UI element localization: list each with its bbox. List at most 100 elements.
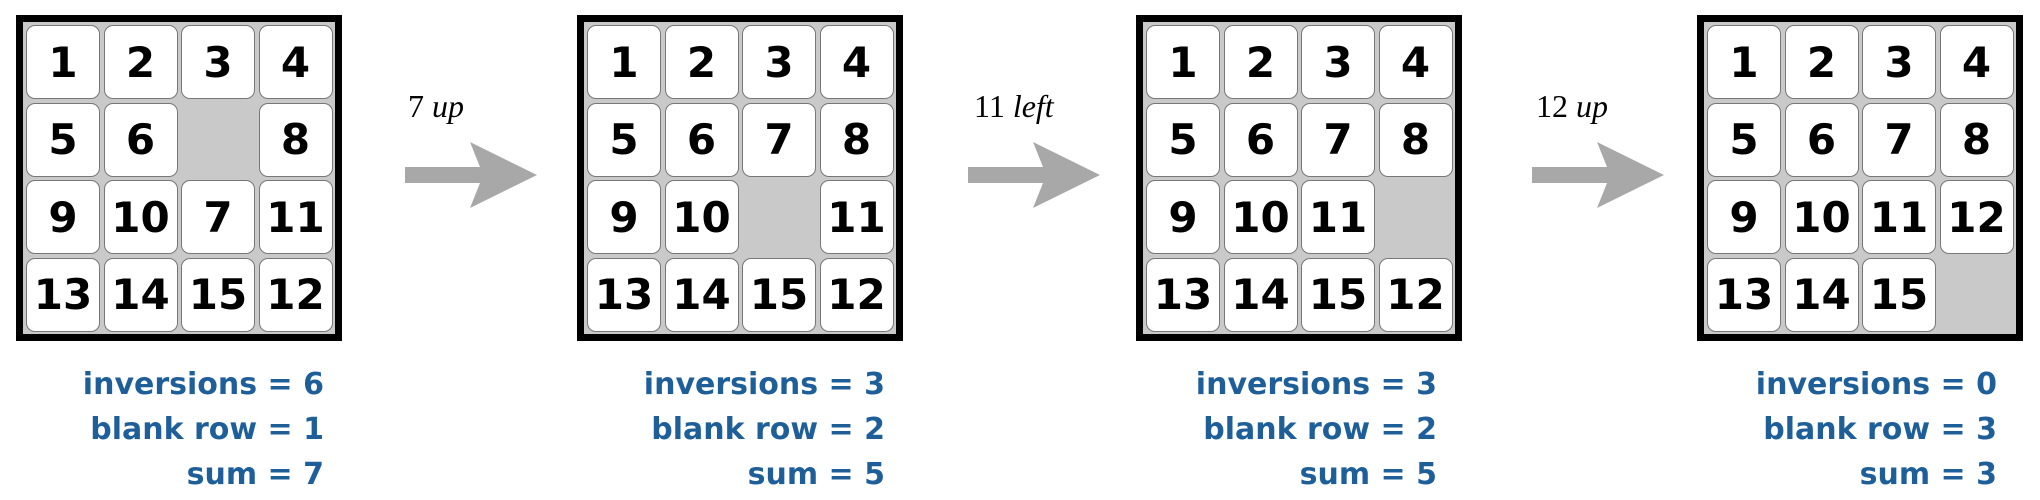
board-4-inversions: inversions = 0 — [1755, 367, 1997, 402]
puzzle-tile: 3 — [1301, 25, 1375, 99]
puzzle-tile: 12 — [258, 257, 333, 332]
puzzle-tile: 13 — [1146, 257, 1220, 332]
puzzle-tile: 5 — [26, 102, 100, 177]
puzzle-tile: 14 — [664, 257, 739, 332]
board-3-stats: inversions = 3 blank row = 2 sum = 5 — [1177, 362, 1437, 497]
blank-space — [1940, 258, 2014, 332]
puzzle-tile: 1 — [587, 25, 661, 99]
puzzle-tile: 5 — [1707, 102, 1781, 177]
move-1-direction: up — [432, 88, 464, 124]
puzzle-tile: 4 — [258, 25, 333, 99]
puzzle-tile: 4 — [1378, 25, 1453, 99]
puzzle-tile: 1 — [26, 25, 100, 99]
puzzle-tile: 4 — [1939, 25, 2014, 99]
puzzle-tile: 15 — [742, 257, 816, 332]
puzzle-tile: 9 — [1146, 180, 1220, 254]
move-2-tile: 11 — [974, 88, 1005, 124]
board-3-blank-row: blank row = 2 — [1203, 412, 1437, 447]
puzzle-tile: 15 — [1301, 257, 1375, 332]
puzzle-tile: 10 — [664, 180, 739, 254]
puzzle-tile: 6 — [1784, 102, 1859, 177]
board-1-inversions: inversions = 6 — [82, 367, 324, 402]
board-3-sum: sum = 5 — [1299, 457, 1437, 492]
blank-space — [1379, 180, 1453, 254]
puzzle-tile: 2 — [664, 25, 739, 99]
puzzle-tile: 14 — [1784, 257, 1859, 332]
puzzle-tile: 3 — [742, 25, 816, 99]
puzzle-tile: 12 — [1378, 257, 1453, 332]
puzzle-tile: 14 — [1223, 257, 1298, 332]
puzzle-tile: 13 — [26, 257, 100, 332]
move-label-1: 7 up — [408, 88, 464, 125]
puzzle-tile: 2 — [1784, 25, 1859, 99]
move-3-tile: 12 — [1536, 88, 1568, 124]
move-label-2: 11 left — [974, 88, 1054, 125]
puzzle-tile: 13 — [1707, 257, 1781, 332]
puzzle-tile: 8 — [819, 102, 894, 177]
board-1-sum: sum = 7 — [186, 457, 324, 492]
puzzle-tile: 12 — [819, 257, 894, 332]
puzzle-tile: 3 — [181, 25, 255, 99]
puzzle-tile: 5 — [1146, 102, 1220, 177]
board-1-stats: inversions = 6 blank row = 1 sum = 7 — [64, 362, 324, 497]
puzzle-tile: 6 — [664, 102, 739, 177]
arrow-3-shape — [1532, 142, 1664, 208]
board-4-stats: inversions = 0 blank row = 3 sum = 3 — [1737, 362, 1997, 497]
arrow-2-shape — [968, 142, 1100, 208]
move-3-direction: up — [1576, 88, 1608, 124]
puzzle-tile: 7 — [1301, 102, 1375, 177]
puzzle-tile: 11 — [1862, 180, 1936, 254]
puzzle-tile: 6 — [103, 102, 178, 177]
blank-space — [181, 103, 255, 177]
puzzle-tile: 10 — [103, 180, 178, 254]
puzzle-tile: 6 — [1223, 102, 1298, 177]
puzzle-tile: 15 — [1862, 257, 1936, 332]
puzzle-tile: 9 — [26, 180, 100, 254]
puzzle-tile: 14 — [103, 257, 178, 332]
right-arrow-icon-2 — [968, 142, 1100, 208]
puzzle-tile: 1 — [1707, 25, 1781, 99]
puzzle-tile: 8 — [258, 102, 333, 177]
puzzle-tile: 8 — [1378, 102, 1453, 177]
blank-space — [742, 180, 816, 254]
puzzle-tile: 10 — [1784, 180, 1859, 254]
board-3-inversions: inversions = 3 — [1195, 367, 1437, 402]
puzzle-tile: 2 — [103, 25, 178, 99]
puzzle-tile: 3 — [1862, 25, 1936, 99]
puzzle-tile: 1 — [1146, 25, 1220, 99]
puzzle-tile: 7 — [181, 180, 255, 254]
puzzle-tile: 10 — [1223, 180, 1298, 254]
puzzle-tile: 15 — [181, 257, 255, 332]
board-4-blank-row: blank row = 3 — [1763, 412, 1997, 447]
board-2-blank-row: blank row = 2 — [651, 412, 885, 447]
puzzle-tile: 13 — [587, 257, 661, 332]
move-2-direction: left — [1012, 88, 1054, 124]
puzzle-tile: 7 — [742, 102, 816, 177]
move-label-3: 12 up — [1536, 88, 1608, 125]
arrow-1-shape — [405, 142, 537, 208]
puzzle-tile: 11 — [1301, 180, 1375, 254]
board-2-inversions: inversions = 3 — [643, 367, 885, 402]
puzzle-tile: 12 — [1939, 180, 2014, 254]
right-arrow-icon-1 — [405, 142, 537, 208]
puzzle-tile: 9 — [587, 180, 661, 254]
puzzle-tile: 5 — [587, 102, 661, 177]
puzzle-tile: 7 — [1862, 102, 1936, 177]
puzzle-tile: 2 — [1223, 25, 1298, 99]
puzzle-tile: 4 — [819, 25, 894, 99]
puzzle-tile: 8 — [1939, 102, 2014, 177]
move-1-tile: 7 — [408, 88, 424, 124]
right-arrow-icon-3 — [1532, 142, 1664, 208]
board-2-sum: sum = 5 — [747, 457, 885, 492]
board-2-stats: inversions = 3 blank row = 2 sum = 5 — [625, 362, 885, 497]
puzzle-tile: 9 — [1707, 180, 1781, 254]
board-1-blank-row: blank row = 1 — [90, 412, 324, 447]
puzzle-tile: 11 — [819, 180, 894, 254]
puzzle-tile: 11 — [258, 180, 333, 254]
board-4-sum: sum = 3 — [1859, 457, 1997, 492]
